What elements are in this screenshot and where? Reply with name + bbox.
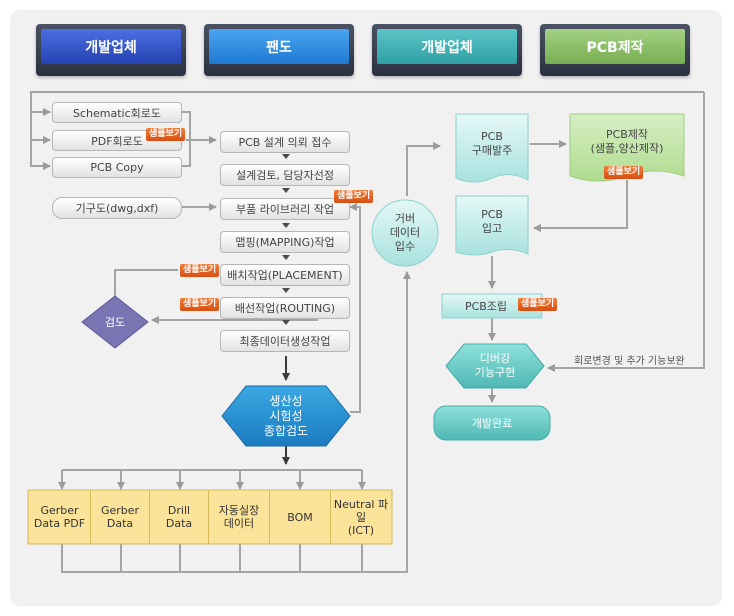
badge-pdf[interactable]: 샘플보기 (146, 128, 186, 141)
pcb-make-label: PCB제작 (샘플,양산제작) (590, 128, 664, 155)
feedback-note: 회로변경 및 추가 기능보완 (574, 356, 685, 367)
done-shape (433, 405, 551, 441)
step-5[interactable]: 배치작업(PLACEMENT) (220, 264, 350, 286)
connector-lines (30, 91, 705, 573)
step-6[interactable]: 배선작업(ROUTING) (220, 297, 350, 319)
badge-step3[interactable]: 샘플보기 (334, 190, 374, 203)
hex-label: 생산성 시험성 종합검도 (263, 393, 309, 438)
header-col2: 팬도 (204, 24, 354, 76)
output-cell: 자동실장 데이터 (209, 490, 270, 544)
step-7[interactable]: 최종데이터생성작업 (220, 330, 350, 352)
pcb-order-shape (455, 113, 529, 183)
review-diamond-shape (81, 295, 149, 349)
output-cell: Gerber Data PDF (29, 490, 91, 544)
output-cell: Gerber Data (91, 490, 150, 544)
step-1[interactable]: PCB 설계 의뢰 접수 (220, 131, 350, 153)
header-col4: PCB제작 (540, 24, 690, 76)
pcb-asm-label: PCB조립 (464, 300, 508, 313)
badge-pcb-asm[interactable]: 샘플보기 (518, 298, 558, 311)
debug-shape (445, 343, 545, 389)
header-col3: 개발업체 (372, 24, 522, 76)
pcb-in-shape (455, 195, 529, 256)
pcb-order-label: PCB 구매발주 (471, 130, 513, 157)
step-2[interactable]: 설계검토, 담당자선정 (220, 164, 350, 186)
mech-box[interactable]: 기구도(dwg,dxf) (52, 197, 182, 219)
gerber-input-circle (371, 199, 439, 267)
badge-step5[interactable]: 샘플보기 (180, 264, 220, 277)
header-col3-label: 개발업체 (377, 29, 517, 64)
outputs-frame (27, 489, 393, 545)
gerber-input-label: 거버 데이터 입수 (389, 212, 421, 253)
header-col4-label: PCB제작 (545, 29, 685, 64)
header-col1: 개발업체 (36, 24, 186, 76)
badge-step6[interactable]: 샘플보기 (180, 298, 220, 311)
review-label: 검도 (104, 316, 126, 329)
output-cell: Drill Data (150, 490, 209, 544)
step-4[interactable]: 맵핑(MAPPING)작업 (220, 231, 350, 253)
done-label: 개발완료 (471, 417, 513, 430)
output-cell: BOM (270, 490, 331, 544)
debug-label: 디버깅 기능구현 (474, 352, 516, 379)
pcb-in-label: PCB 입고 (481, 208, 503, 235)
header-col2-label: 팬도 (209, 29, 349, 64)
step-3[interactable]: 부품 라이브러리 작업 (220, 198, 350, 220)
header-col1-label: 개발업체 (41, 29, 181, 64)
hex-shape (221, 385, 351, 447)
step-arrows (282, 154, 290, 325)
output-cell: Neutral 파일 (ICT) (333, 497, 389, 537)
schematic-box[interactable]: Schematic회로도 (52, 102, 182, 123)
pcb-copy-box[interactable]: PCB Copy (52, 157, 182, 178)
badge-pcb-make[interactable]: 샘플보기 (604, 166, 644, 179)
